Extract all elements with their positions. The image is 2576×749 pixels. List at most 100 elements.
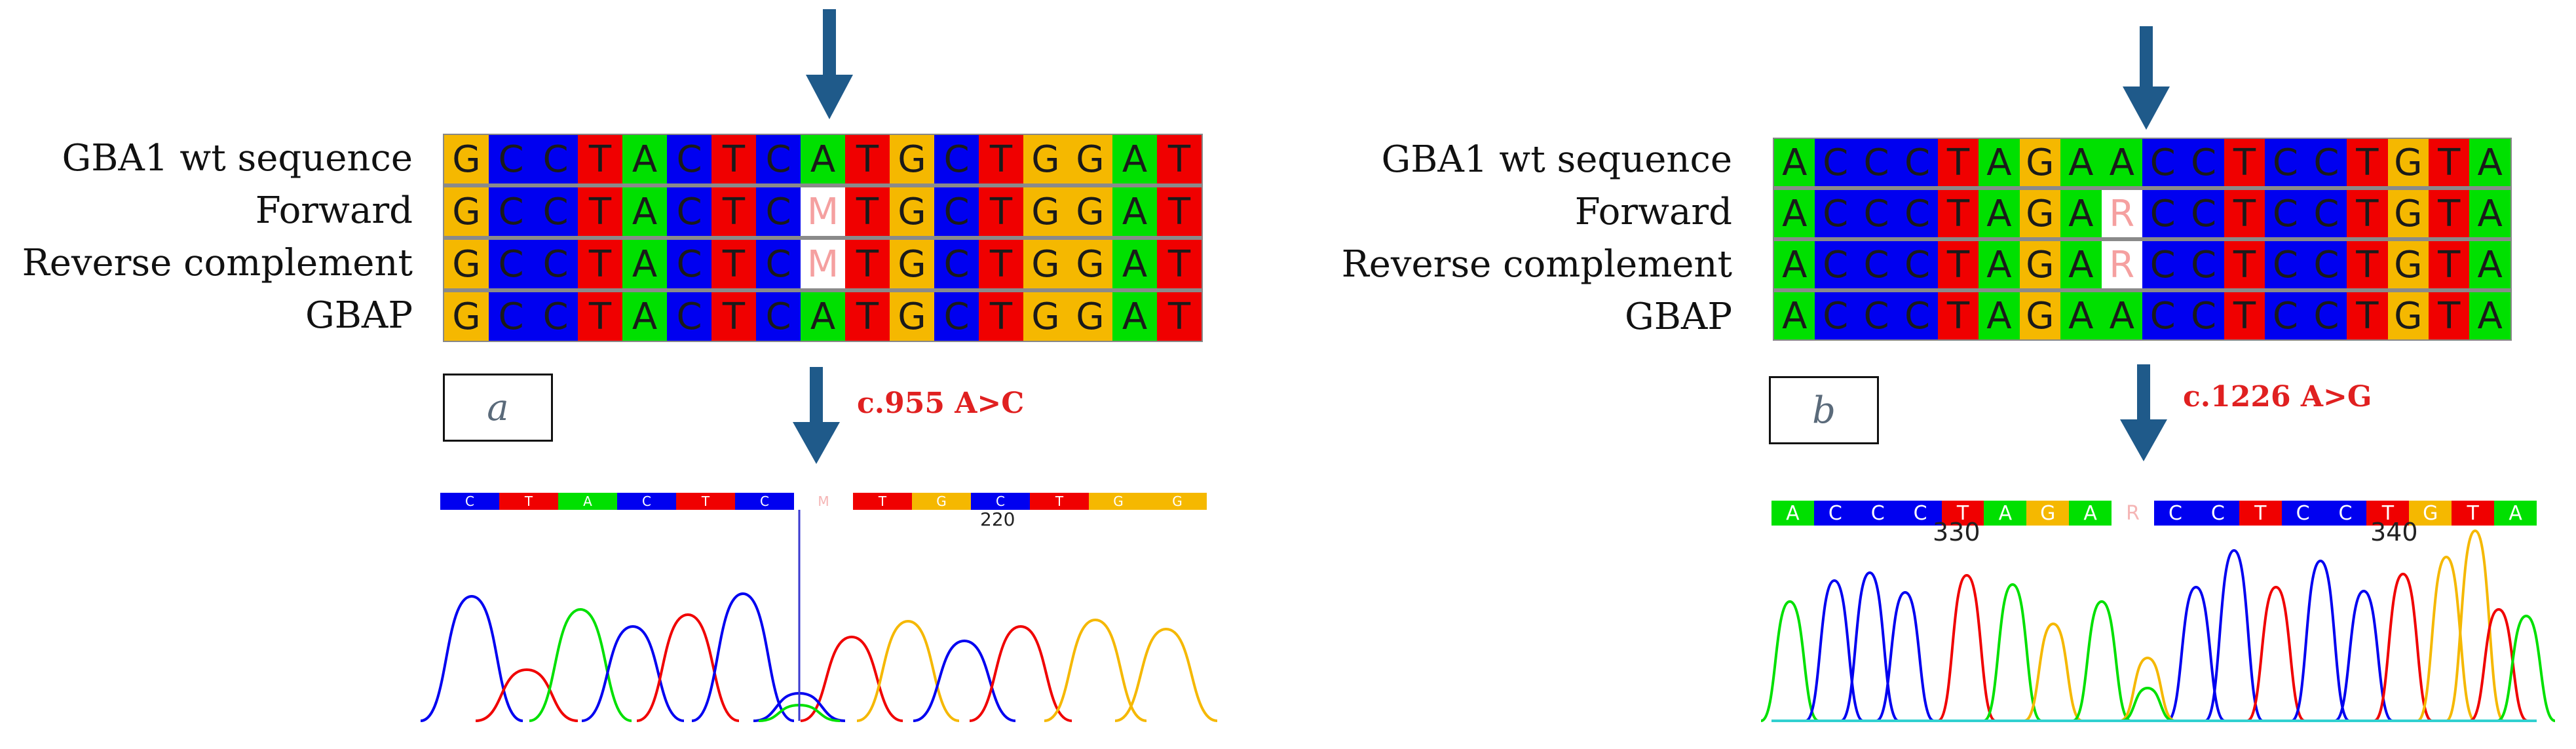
base-cell: C: [756, 135, 801, 183]
base-cell: C: [533, 240, 578, 288]
trace-peak: [2205, 548, 2263, 722]
base-cell: C: [1897, 241, 1938, 288]
base-cell: G: [444, 187, 489, 236]
base-cell: C: [2183, 292, 2224, 339]
base-cell: C: [934, 240, 979, 288]
row-label-forward: Forward: [255, 189, 413, 232]
base-cell: A: [2060, 190, 2102, 237]
base-cell: A: [2101, 139, 2142, 186]
base-call: G: [2026, 501, 2070, 526]
base-cell: M: [801, 187, 845, 236]
base-cell: C: [1855, 190, 1897, 237]
base-call: C: [735, 493, 794, 510]
base-cell: A: [1979, 292, 2020, 339]
base-cell: C: [489, 240, 533, 288]
base-call: T: [676, 493, 735, 510]
base-cell: T: [1937, 190, 1979, 237]
trace-peak: [2024, 622, 2083, 722]
trace-peak: [2445, 529, 2505, 722]
base-cell: C: [1815, 190, 1856, 237]
base-cell: T: [2429, 139, 2470, 186]
base-cell: C: [533, 292, 578, 341]
base-cell: T: [845, 187, 890, 236]
base-cell: T: [711, 187, 756, 236]
row-label-gbap: GBAP: [1624, 296, 1732, 338]
base-cell: C: [2183, 190, 2224, 237]
base-cell: T: [2224, 139, 2265, 186]
base-cell: A: [622, 292, 667, 341]
trace-peak: [1044, 618, 1147, 722]
base-cell: G: [2019, 139, 2061, 186]
base-cell: G: [2019, 292, 2061, 339]
base-call: A: [1984, 501, 2027, 526]
trace-peak: [2497, 614, 2556, 722]
base-call: T: [2239, 501, 2282, 526]
base-call: T: [1030, 493, 1089, 510]
base-call: A: [558, 493, 617, 510]
base-call: G: [2409, 501, 2452, 526]
base-cell: G: [444, 135, 489, 183]
base-cell: C: [934, 135, 979, 183]
mutation-label: c.1226 A>G: [2183, 380, 2372, 413]
base-call: C: [440, 493, 499, 510]
base-cell: T: [578, 292, 622, 341]
base-cell: T: [2429, 190, 2470, 237]
trace-peak: [2072, 600, 2131, 722]
base-cell: T: [578, 240, 622, 288]
base-call: C: [1899, 501, 1942, 526]
base-call: C: [2324, 501, 2367, 526]
base-cell: C: [2142, 241, 2184, 288]
base-cell: C: [667, 240, 711, 288]
base-cell: C: [2183, 139, 2224, 186]
base-cell: G: [1068, 135, 1112, 183]
mutation-label: c.955 A>C: [857, 387, 1025, 420]
base-cell: G: [1023, 240, 1068, 288]
base-cell: C: [2265, 292, 2306, 339]
base-cell: A: [1979, 241, 2020, 288]
base-cell: C: [2265, 139, 2306, 186]
base-cell: T: [578, 135, 622, 183]
base-cell: T: [979, 135, 1023, 183]
base-call: T: [2366, 501, 2410, 526]
trace-peak: [420, 594, 523, 722]
base-cell: T: [979, 240, 1023, 288]
base-cell: A: [1979, 190, 2020, 237]
base-cell: A: [1112, 240, 1157, 288]
trace-peak: [1760, 600, 1819, 722]
trace-peak: [691, 592, 795, 722]
base-cell: A: [801, 292, 845, 341]
row-label-wt: GBA1 wt sequence: [1381, 138, 1733, 181]
base-cell: C: [2305, 139, 2347, 186]
trace-peak: [1937, 573, 1996, 722]
base-cell: T: [1157, 240, 1202, 288]
base-cell: T: [711, 240, 756, 288]
trace-peak: [1983, 583, 2042, 722]
trace-peak: [1805, 579, 1864, 722]
base-cell: R: [2101, 241, 2142, 288]
base-call: G: [1148, 493, 1207, 510]
base-call: C: [1856, 501, 1899, 526]
base-cell: C: [667, 292, 711, 341]
base-cell: A: [2060, 241, 2102, 288]
base-cell: C: [2305, 241, 2347, 288]
panel-a: GBA1 wt sequence Forward Reverse complem…: [22, 9, 1218, 722]
base-cell: A: [1979, 139, 2020, 186]
base-cell: A: [622, 187, 667, 236]
base-cell: T: [578, 187, 622, 236]
base-cell: G: [2387, 241, 2429, 288]
base-cell: C: [1815, 241, 1856, 288]
base-cell: T: [2224, 292, 2265, 339]
trace-peak: [2246, 585, 2305, 722]
base-cell: C: [934, 187, 979, 236]
base-cell: C: [667, 135, 711, 183]
base-call: C: [2281, 501, 2324, 526]
base-cell: C: [1815, 292, 1856, 339]
base-cell: G: [1068, 187, 1112, 236]
base-cell: A: [1112, 135, 1157, 183]
base-cell: G: [444, 292, 489, 341]
